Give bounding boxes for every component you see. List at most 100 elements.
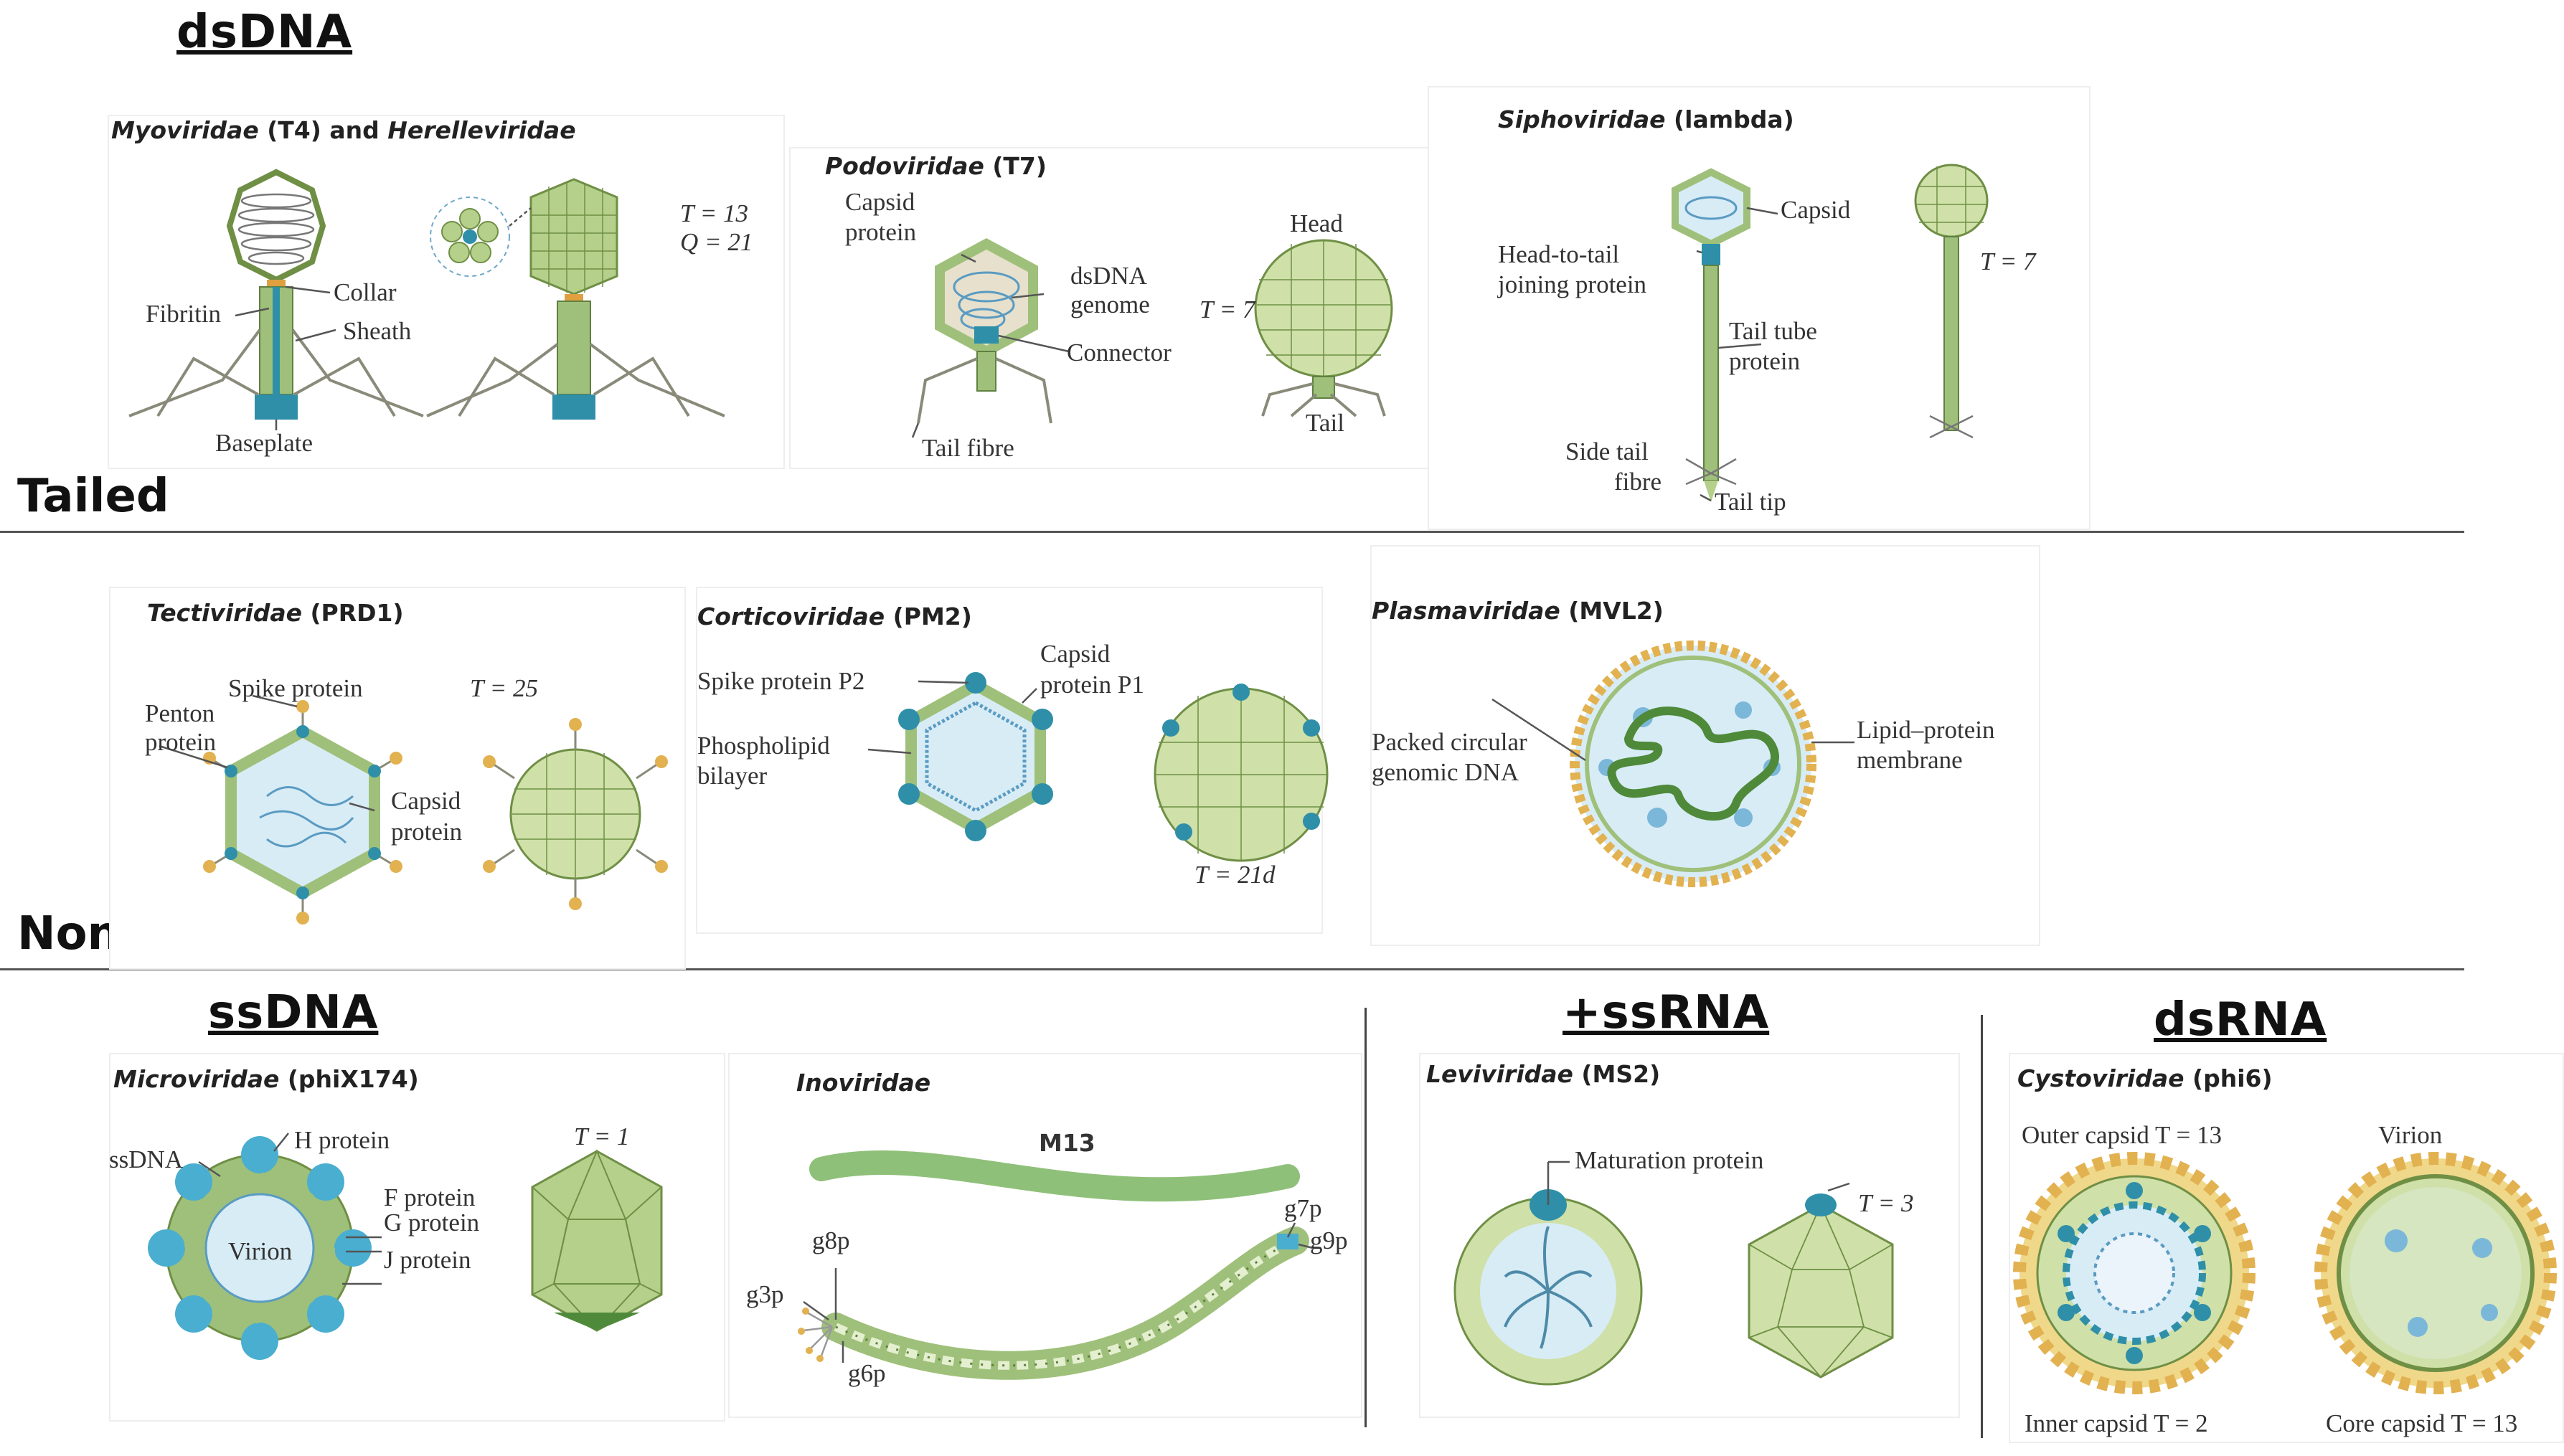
- label-cysto-core: Core capsid T = 13: [2326, 1409, 2518, 1437]
- label-podo-tailfibre: Tail fibre: [922, 434, 1014, 462]
- section-title-dsrna: dsRNA: [2154, 993, 2327, 1046]
- siphoviridae-diagram: [1672, 164, 1989, 502]
- label-ino-g8p: g8p: [812, 1226, 850, 1254]
- phi6-virion: [2314, 1152, 2557, 1394]
- panel-title-inoviridae: Inoviridae: [796, 1069, 931, 1097]
- panel-title-microviridae: Microviridae (phiX174): [113, 1065, 419, 1093]
- panel-title-podoviridae: Podoviridae (T7): [825, 152, 1047, 180]
- panel-title-myoviridae: Myoviridae (T4) and Herelleviridae: [111, 116, 576, 144]
- label-tecti-penton1: Penton: [145, 699, 215, 727]
- lambda-full: [1914, 164, 1989, 439]
- label-plasma-lipid1: Lipid–protein: [1857, 716, 1995, 744]
- label-sipho-t: T = 7: [1980, 247, 2036, 275]
- label-ino-m13: M13: [1039, 1129, 1095, 1157]
- podoviridae-diagram: [911, 238, 1393, 438]
- label-podo-head: Head: [1290, 209, 1343, 237]
- section-title-ssdna: ssDNA: [208, 986, 379, 1039]
- label-micro-g: G protein: [384, 1209, 480, 1237]
- label-cortico-capsid1: Capsid: [1040, 640, 1111, 668]
- group-title-tailed: Tailed: [17, 470, 169, 523]
- label-levi-maturation: Maturation protein: [1575, 1146, 1764, 1174]
- pm2-cutaway: [898, 672, 1053, 841]
- label-levi-t: T = 3: [1858, 1189, 1914, 1217]
- label-sheath: Sheath: [343, 317, 412, 345]
- label-podo-genome1: dsDNA: [1070, 262, 1147, 290]
- lambda-cutaway: [1672, 168, 1750, 502]
- label-ino-g6p: g6p: [848, 1359, 886, 1387]
- label-ino-g7p: g7p: [1284, 1194, 1322, 1222]
- myoviridae-diagram: [128, 169, 725, 430]
- label-sipho-headtail2: joining protein: [1498, 270, 1647, 298]
- prd1-full: [483, 718, 668, 910]
- corticoviridae-diagram: [867, 672, 1329, 862]
- label-myo-q: Q = 21: [680, 228, 753, 256]
- label-plasma-lipid2: membrane: [1857, 746, 1963, 774]
- panel-title-plasmaviridae: Plasmaviridae (MVL2): [1372, 597, 1664, 625]
- label-micro-ssdna: ssDNA: [109, 1145, 184, 1173]
- phix174-cutaway: [148, 1136, 372, 1360]
- divider-ssrna-dsrna: [1981, 1015, 1983, 1438]
- phi6-cutaway: [2013, 1152, 2256, 1394]
- t7-full: [1254, 239, 1393, 417]
- label-ino-g9p: g9p: [1310, 1226, 1348, 1254]
- panel-title-siphoviridae: Siphoviridae (lambda): [1498, 105, 1794, 133]
- label-cysto-outer: Outer capsid T = 13: [2022, 1121, 2222, 1149]
- t4-full-phage: [426, 178, 725, 420]
- label-cortico-spike: Spike protein P2: [697, 667, 865, 695]
- label-sipho-capsid: Capsid: [1781, 196, 1851, 224]
- label-podo-protein: protein: [845, 218, 917, 246]
- panel-siphoviridae: [1428, 86, 2091, 530]
- section-title-dsdna: dsDNA: [176, 6, 353, 59]
- microviridae-diagram: [148, 1133, 663, 1360]
- label-podo-connector: Connector: [1067, 339, 1172, 367]
- label-plasma-packed2: genomic DNA: [1372, 758, 1519, 786]
- label-sipho-tailtip: Tail tip: [1715, 488, 1786, 516]
- panel-myoviridae: [108, 115, 785, 469]
- label-sipho-tailtube2: protein: [1729, 347, 1801, 375]
- plasmaviridae-diagram: [1491, 640, 1854, 887]
- label-sipho-tailtube1: Tail tube: [1729, 317, 1817, 345]
- pm2-full: [1154, 684, 1329, 862]
- tectiviridae-diagram: [159, 694, 668, 925]
- label-cortico-capsid2: protein P1: [1040, 671, 1144, 699]
- label-podo-genome2: genome: [1070, 290, 1150, 318]
- label-tecti-penton2: protein: [145, 728, 217, 756]
- cystoviridae-diagram: [2013, 1152, 2557, 1394]
- label-ino-g3p: g3p: [746, 1280, 784, 1308]
- label-cortico-t: T = 21d: [1194, 861, 1276, 889]
- divider-nontailed: [0, 968, 2464, 970]
- label-sipho-sidetail2: fibre: [1614, 468, 1662, 496]
- label-baseplate: Baseplate: [215, 429, 314, 457]
- t4-cutaway-phage: [128, 169, 424, 420]
- label-micro-f: F protein: [384, 1183, 476, 1211]
- label-micro-virion: Virion: [228, 1237, 293, 1265]
- label-myo-t: T = 13: [680, 199, 748, 227]
- label-cortico-phos1: Phospholipid: [697, 732, 830, 760]
- label-fibritin: Fibritin: [146, 300, 222, 328]
- label-tecti-capsid2: protein: [391, 818, 463, 846]
- leviviridae-diagram: [1453, 1160, 1894, 1386]
- phix174-full: [531, 1149, 663, 1332]
- label-collar: Collar: [334, 278, 397, 306]
- label-plasma-packed1: Packed circular: [1372, 728, 1527, 756]
- label-cortico-phos2: bilayer: [697, 762, 768, 790]
- panel-title-tectiviridae: Tectiviridae (PRD1): [147, 599, 404, 627]
- label-micro-t: T = 1: [574, 1122, 630, 1150]
- ms2-full: [1748, 1193, 1894, 1379]
- label-tecti-spike: Spike protein: [228, 674, 363, 702]
- section-title-ssrna: +ssRNA: [1563, 986, 1770, 1039]
- panel-title-leviviridae: Leviviridae (MS2): [1426, 1060, 1661, 1088]
- label-sipho-sidetail1: Side tail: [1565, 438, 1649, 465]
- label-tecti-capsid1: Capsid: [391, 787, 461, 815]
- panel-title-cystoviridae: Cystoviridae (phi6): [2017, 1064, 2273, 1092]
- label-podo-t: T = 7: [1199, 296, 1255, 323]
- label-sipho-headtail1: Head-to-tail: [1498, 240, 1620, 268]
- prd1-cutaway: [203, 700, 402, 925]
- label-podo-capsid: Capsid: [845, 188, 915, 216]
- ms2-cutaway: [1453, 1189, 1643, 1386]
- label-tecti-t: T = 25: [470, 674, 538, 702]
- t7-cutaway: [917, 238, 1052, 424]
- panel-title-corticoviridae: Corticoviridae (PM2): [697, 602, 972, 630]
- inoviridae-diagram: [798, 1150, 1314, 1380]
- label-micro-j: J protein: [384, 1246, 471, 1274]
